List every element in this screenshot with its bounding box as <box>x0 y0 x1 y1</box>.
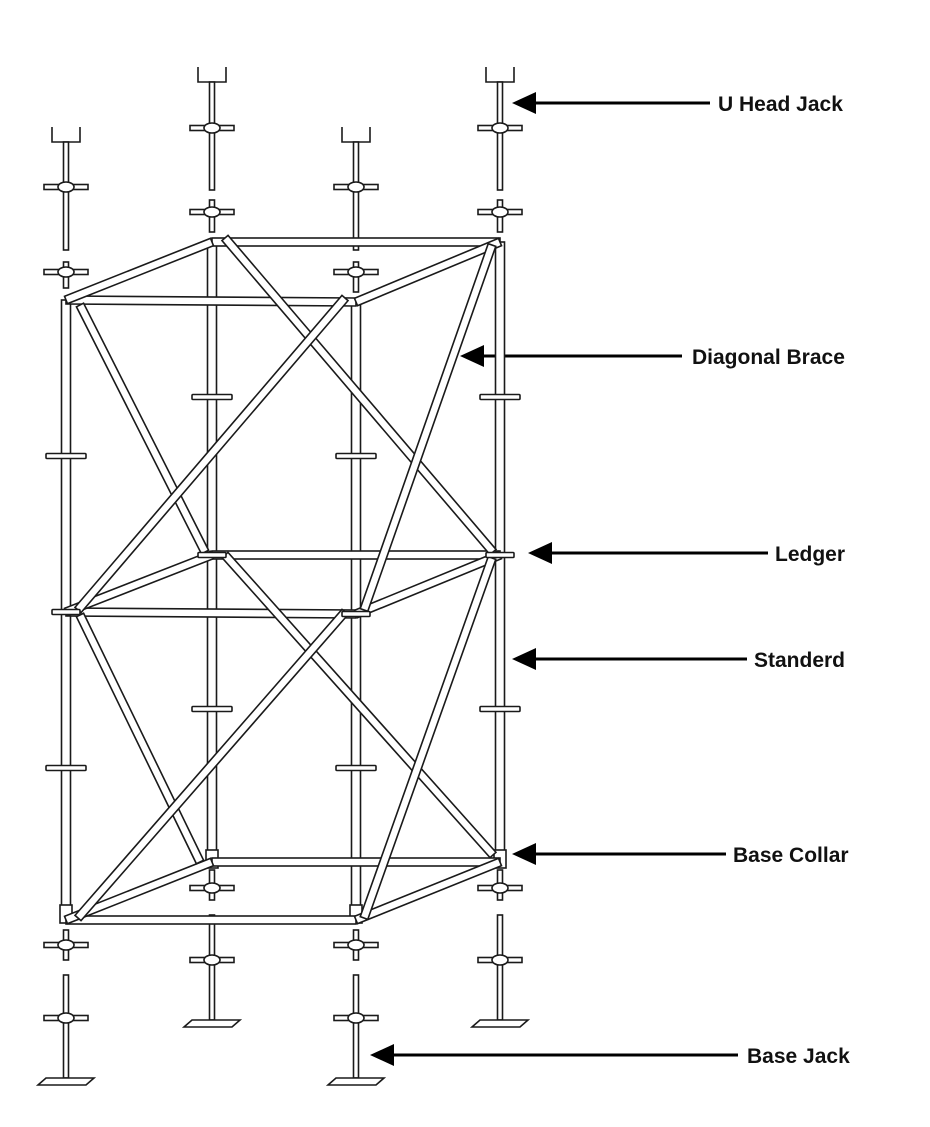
cup-back-3 <box>479 705 521 713</box>
upper-jack-cross-2-0-nut <box>347 181 365 193</box>
lower-jack-stem-low-2 <box>352 974 360 1079</box>
upper-jack-stem-0 <box>62 141 70 251</box>
upper-jack-cross-2-1-nut <box>347 266 365 278</box>
ledger-back-0 <box>211 237 501 247</box>
ledger-front-2 <box>65 915 357 925</box>
upper-jack-cross-3-1-nut <box>491 206 509 218</box>
cup-ledger-1 <box>341 610 371 618</box>
label-diagonal-brace: Diagonal Brace <box>692 346 845 369</box>
lower-jack-cross-2-1-nut <box>347 1012 365 1024</box>
cup-front-2 <box>45 764 87 772</box>
upper-jack-cross-3-0-nut <box>491 122 509 134</box>
cup-ledger-0 <box>51 608 81 616</box>
label-u-head-jack: U Head Jack <box>718 93 843 116</box>
ledger-left-2 <box>63 857 215 925</box>
base-plate-2 <box>325 1077 387 1086</box>
diagonal-brace-4 <box>75 612 205 865</box>
cup-back-1 <box>479 393 521 401</box>
lower-jack-cross-2-0-nut <box>347 939 365 951</box>
cup-front-1 <box>335 452 377 460</box>
diagonal-brace-0 <box>75 302 210 555</box>
upper-jack-cross-0-1-nut <box>57 266 75 278</box>
cup-back-0 <box>191 393 233 401</box>
ledger-right-0 <box>353 237 503 307</box>
cup-back-2 <box>191 705 233 713</box>
cup-front-3 <box>335 764 377 772</box>
cup-ledger-3 <box>485 551 515 559</box>
scaffold-frame <box>35 67 531 1086</box>
ledger-left-0 <box>63 237 215 305</box>
label-base-jack: Base Jack <box>747 1045 850 1068</box>
pointer-diagonal-brace <box>460 345 682 367</box>
u-head-0 <box>51 127 81 143</box>
upper-jack-cross-0-0-nut <box>57 181 75 193</box>
upper-jack-cross-1-0-nut <box>203 122 221 134</box>
lower-jack-stem-low-0 <box>62 974 70 1079</box>
pointer-standard <box>512 648 747 670</box>
ledger-back-2 <box>211 857 501 867</box>
u-head-1 <box>197 67 227 83</box>
base-plate-3 <box>469 1019 531 1028</box>
lower-jack-cross-3-0-nut <box>491 882 509 894</box>
pointer-base-collar <box>512 843 726 865</box>
label-base-collar: Base Collar <box>733 844 849 867</box>
lower-jack-cross-1-1-nut <box>203 954 221 966</box>
lower-jack-stem-low-1 <box>208 914 216 1021</box>
upper-jack-stem-2 <box>352 141 360 251</box>
u-head-3 <box>485 67 515 83</box>
pointer-base-jack <box>370 1044 738 1066</box>
ledger-front-0 <box>65 295 357 307</box>
pointer-u-head-jack <box>512 92 710 114</box>
base-plate-1 <box>181 1019 243 1028</box>
lower-jack-cross-3-1-nut <box>491 954 509 966</box>
upper-jack-cross-1-1-nut <box>203 206 221 218</box>
upper-jack-stem-1 <box>208 81 216 191</box>
diagonal-brace-3 <box>359 242 497 613</box>
lower-jack-stem-low-3 <box>496 914 504 1021</box>
pointer-ledger <box>528 542 768 564</box>
base-plate-0 <box>35 1077 97 1086</box>
ledger-back-1 <box>211 550 501 560</box>
cup-front-0 <box>45 452 87 460</box>
label-standard: Standerd <box>754 649 845 672</box>
lower-jack-cross-0-1-nut <box>57 1012 75 1024</box>
lower-jack-cross-1-0-nut <box>203 882 221 894</box>
ledger-right-2 <box>353 857 503 925</box>
upper-jack-stem-3 <box>496 81 504 191</box>
lower-jack-cross-0-0-nut <box>57 939 75 951</box>
u-head-2 <box>341 127 371 143</box>
cup-ledger-2 <box>197 551 227 559</box>
label-ledger: Ledger <box>775 543 845 566</box>
ledger-front-1 <box>65 607 357 619</box>
